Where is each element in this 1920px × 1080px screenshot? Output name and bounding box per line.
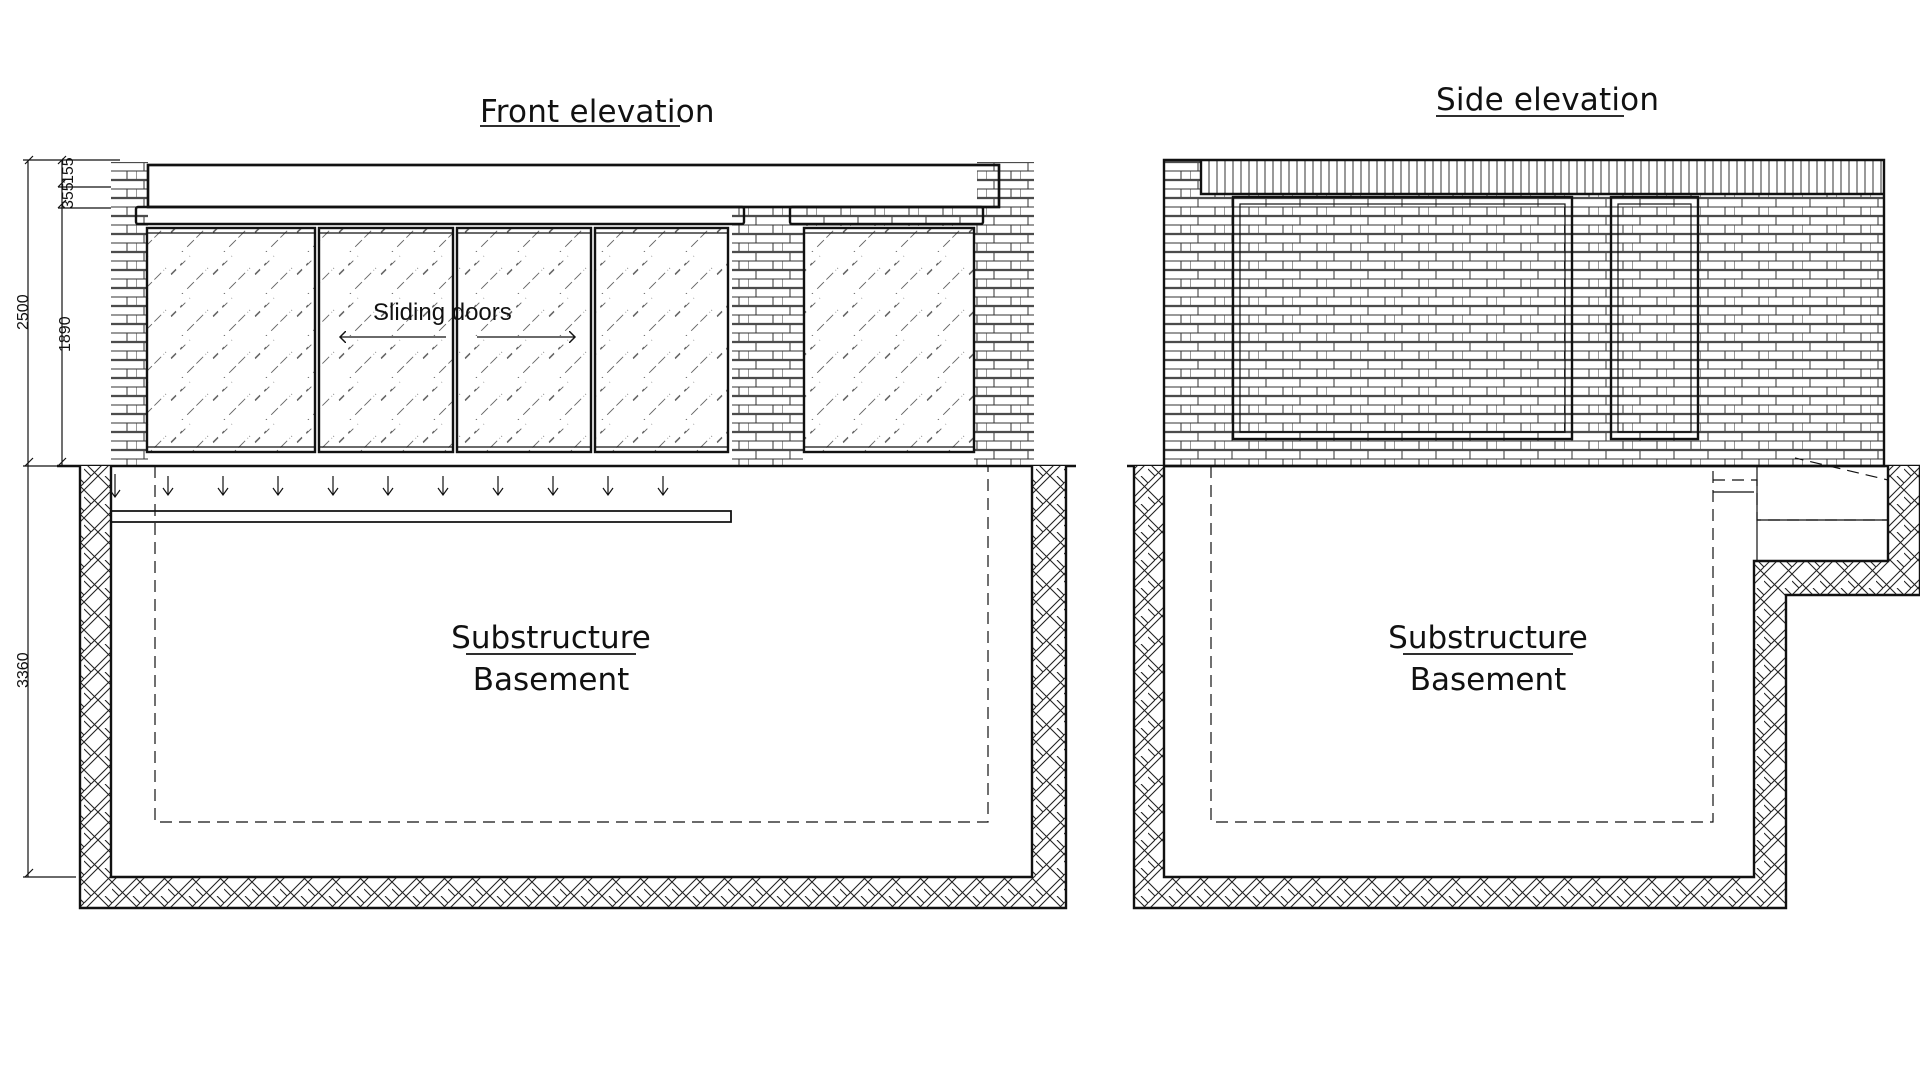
sliding-door-panel-4 <box>593 226 730 454</box>
front-vertical-dimension-lines <box>24 155 67 878</box>
front-left-brick-pier <box>111 162 148 465</box>
front-door-slab <box>111 510 732 523</box>
side-elevation: Substructure Basement <box>1127 158 1920 910</box>
front-door-loading-arrowheads <box>109 487 669 499</box>
side-roof-outline <box>1199 160 1884 196</box>
front-right-window-brick-band <box>974 226 977 465</box>
front-right-brick-pier <box>977 162 1034 465</box>
side-foundation-hatch <box>1134 466 1920 908</box>
front-window-head-rail <box>788 205 985 226</box>
side-elevation-title-group: Side elevation <box>1436 82 1659 118</box>
side-substructure-label: Substructure <box>1388 620 1588 656</box>
dimension-1890: 1890 <box>57 316 74 352</box>
side-basement-dashed-outline <box>1210 466 1714 823</box>
sliding-door-panel-1 <box>145 226 317 454</box>
front-middle-brick-wall <box>732 206 803 465</box>
side-elevation-title: Side elevation <box>1436 82 1659 118</box>
side-main-brick-wall <box>1164 160 1884 466</box>
front-elevation-title-group: Front elevation <box>480 94 715 130</box>
front-sliding-door-head-rail <box>134 205 746 226</box>
side-narrow-window <box>1609 195 1700 441</box>
side-foundation-outline <box>1132 466 1920 910</box>
front-basement-label: Basement <box>473 662 630 698</box>
front-upper-brick-band <box>732 206 977 226</box>
side-narrow-window-inner <box>1617 203 1692 433</box>
front-door-loading-arrows <box>114 474 664 497</box>
side-stair-dashed-outline <box>1713 457 1889 521</box>
side-basement-label: Basement <box>1410 662 1567 698</box>
side-roof-hatch <box>1201 160 1884 194</box>
front-dimension-extension-lines <box>23 159 120 878</box>
sliding-doors-label: Sliding doors <box>373 299 512 326</box>
side-large-window-inner <box>1239 203 1566 433</box>
dimension-355: 355 <box>60 182 77 209</box>
front-roof-fascia <box>146 163 1001 209</box>
dimension-3360: 3360 <box>15 652 32 688</box>
sliding-door-panel-3 <box>455 226 593 454</box>
dimension-155: 155 <box>60 157 77 184</box>
front-elevation: Sliding doors Substructure Basement 155 … <box>15 155 1076 910</box>
sliding-door-panel-2 <box>317 226 455 454</box>
front-side-window <box>802 226 976 454</box>
front-substructure-label: Substructure <box>451 620 651 656</box>
front-elevation-title: Front elevation <box>480 94 715 130</box>
front-foundation-outline <box>78 466 1068 910</box>
dimension-2500: 2500 <box>15 294 32 330</box>
front-roof-outline <box>146 163 1001 209</box>
front-dimension-lines: 155 355 1890 2500 3360 <box>15 155 120 878</box>
side-large-window <box>1231 195 1574 441</box>
side-stair-lines <box>1713 466 1888 561</box>
front-basement-dashed-outline <box>154 466 989 823</box>
